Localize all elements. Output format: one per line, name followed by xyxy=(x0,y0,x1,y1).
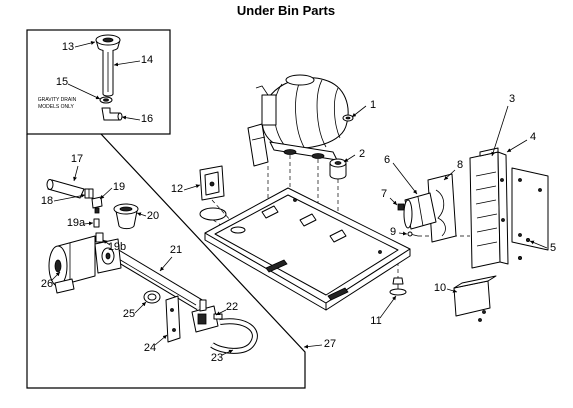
compressor xyxy=(247,74,349,167)
callout-labels: 1 2 3 4 5 6 7 8 9 10 11 12 13 14 15 16 1… xyxy=(41,41,556,364)
part-25-gasket xyxy=(143,290,161,304)
leader-lines xyxy=(51,41,548,356)
callout-19: 19 xyxy=(113,181,125,193)
part-5-screws xyxy=(518,237,531,260)
callout-12: 12 xyxy=(171,183,183,195)
part-1-grommet xyxy=(342,114,354,122)
callout-26: 26 xyxy=(41,278,53,290)
callout-23: 23 xyxy=(211,352,223,364)
inset-note: GRAVITY DRAIN MODELS ONLY xyxy=(38,97,77,110)
part-19a-clamp xyxy=(93,218,100,228)
page-title: Under Bin Parts xyxy=(237,3,335,18)
part-10-bracket xyxy=(453,275,497,322)
callout-22: 22 xyxy=(226,301,238,313)
part-20-cap xyxy=(113,203,139,230)
part-15-ring xyxy=(99,96,113,104)
part-9-screw xyxy=(407,231,419,237)
callout-11: 11 xyxy=(370,315,381,327)
part-3-shroud xyxy=(469,147,509,269)
callout-4: 4 xyxy=(530,131,536,143)
part-7-fan-blade-nut xyxy=(397,203,405,211)
callout-3: 3 xyxy=(509,93,515,105)
callout-1: 1 xyxy=(370,99,376,111)
part-18-fitting xyxy=(84,188,94,199)
part-26-pump-motor xyxy=(48,235,122,294)
callout-20: 20 xyxy=(147,210,159,222)
callout-9: 9 xyxy=(390,226,396,238)
drain-kit-frame xyxy=(26,133,306,389)
part-13-cap xyxy=(95,34,121,52)
callout-19a: 19a xyxy=(67,217,86,229)
base-plate xyxy=(204,187,411,311)
part-12-switch-box xyxy=(199,165,227,221)
part-14-standpipe xyxy=(102,50,114,97)
callout-17: 17 xyxy=(71,153,83,165)
part-24-bracket xyxy=(165,295,181,343)
callout-8: 8 xyxy=(457,159,463,171)
part-16-elbow xyxy=(101,107,123,121)
callout-7: 7 xyxy=(381,188,387,200)
callout-13: 13 xyxy=(62,41,74,53)
callout-21: 21 xyxy=(170,244,182,256)
callout-6: 6 xyxy=(384,154,390,166)
inset-note-line-2: MODELS ONLY xyxy=(38,104,74,110)
callout-14: 14 xyxy=(141,54,153,66)
callout-25: 25 xyxy=(123,308,135,320)
callout-10: 10 xyxy=(434,282,446,294)
callout-19b: 19b xyxy=(108,241,126,253)
part-2-grommet xyxy=(329,158,347,180)
callout-24: 24 xyxy=(144,342,156,354)
part-17-hose xyxy=(46,179,85,199)
callout-2: 2 xyxy=(359,148,365,160)
callout-18: 18 xyxy=(41,195,53,207)
callout-27: 27 xyxy=(324,338,336,350)
inset-note-line-1: GRAVITY DRAIN xyxy=(38,97,77,103)
callout-5: 5 xyxy=(550,242,556,254)
part-19-fitting xyxy=(91,196,103,214)
part-22-valve xyxy=(191,299,223,333)
part-4-panel xyxy=(511,167,549,251)
inset-frame xyxy=(26,29,171,135)
part-11-leveling-foot xyxy=(389,277,407,296)
part-6-fan-motor xyxy=(403,192,437,230)
part-23-hose xyxy=(210,318,258,354)
callout-16: 16 xyxy=(141,113,153,125)
callout-15: 15 xyxy=(56,76,68,88)
